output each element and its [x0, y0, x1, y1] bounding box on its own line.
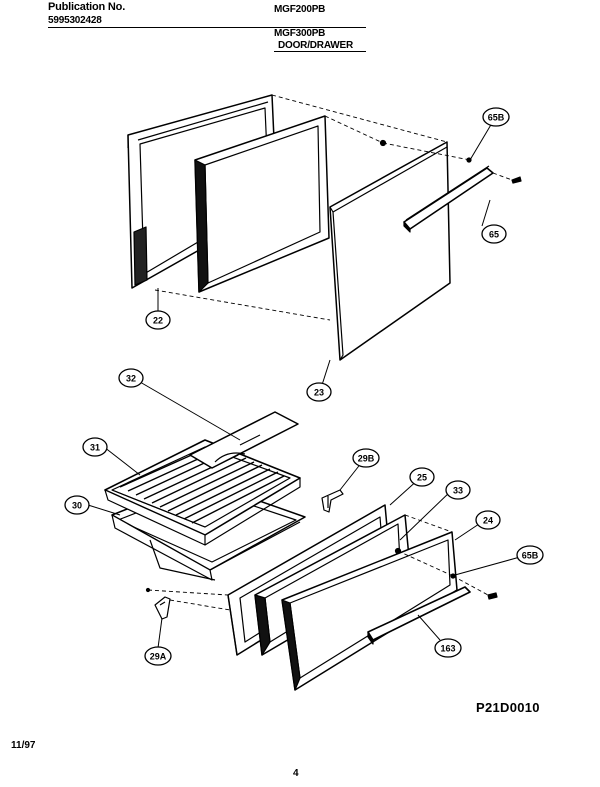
svg-text:65: 65	[489, 230, 499, 240]
callout-65b-door: 65B	[482, 107, 510, 127]
svg-text:65B: 65B	[522, 551, 539, 561]
svg-text:163: 163	[440, 644, 455, 654]
publication-label: Publication No.	[48, 1, 126, 13]
callout-163: 163	[434, 638, 462, 658]
door-frame-panel	[194, 115, 330, 293]
svg-text:32: 32	[126, 374, 136, 384]
leader-lines	[87, 122, 521, 649]
callout-65b-drawer: 65B	[516, 545, 544, 565]
callout-25: 25	[409, 467, 435, 487]
svg-text:33: 33	[453, 486, 463, 496]
svg-text:65B: 65B	[488, 113, 505, 123]
callout-29a: 29A	[144, 646, 172, 666]
door-outer-panel	[329, 141, 451, 361]
callout-30: 30	[64, 495, 90, 515]
callout-65: 65	[481, 224, 507, 244]
broiler-shield	[189, 411, 299, 469]
drawer-screws	[394, 547, 498, 600]
callout-31: 31	[82, 437, 108, 457]
callout-29b: 29B	[352, 448, 380, 468]
svg-text:29A: 29A	[150, 652, 167, 662]
callout-23: 23	[306, 382, 332, 402]
model-number-2: MGF300PB	[274, 28, 326, 39]
svg-text:31: 31	[90, 443, 100, 453]
revision-date: 11/97	[11, 740, 36, 751]
svg-text:22: 22	[153, 316, 163, 326]
drawer-bracket-right	[321, 489, 344, 513]
broiler-grid	[104, 439, 301, 546]
drawer-bracket-left	[145, 587, 171, 620]
model-number-1: MGF200PB	[274, 4, 326, 15]
callout-32: 32	[118, 368, 144, 388]
svg-text:30: 30	[72, 501, 82, 511]
door-handle	[403, 165, 494, 233]
drawer-handle	[367, 586, 471, 645]
svg-text:23: 23	[314, 388, 324, 398]
svg-text:29B: 29B	[358, 454, 375, 464]
callout-24: 24	[475, 510, 501, 530]
publication-number: 5995302428	[48, 15, 102, 26]
header-rule	[48, 27, 366, 28]
svg-text:25: 25	[417, 473, 427, 483]
section-rule	[274, 51, 366, 52]
section-title: DOOR/DRAWER	[278, 40, 354, 51]
alignment-lines-drawer	[147, 514, 489, 611]
page-number: 4	[293, 768, 299, 779]
diagram-code: P21D0010	[476, 700, 540, 715]
callout-33: 33	[445, 480, 471, 500]
svg-text:24: 24	[483, 516, 493, 526]
callout-22: 22	[145, 310, 171, 330]
